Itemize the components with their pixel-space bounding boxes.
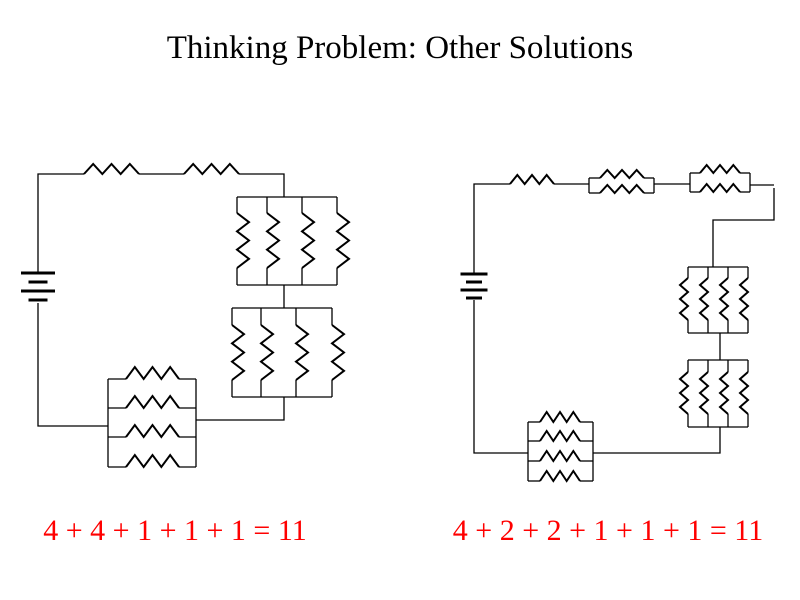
- circuit-right: [460, 163, 775, 483]
- battery-symbol: [21, 271, 55, 302]
- parallel-resistor-group: [107, 365, 197, 469]
- parallel-resistor-group: [235, 196, 351, 286]
- wire: [473, 300, 528, 454]
- resistor: [330, 324, 346, 381]
- resistor: [738, 371, 750, 415]
- equation-left: 4 + 4 + 1 + 1 + 1 = 11: [43, 514, 307, 547]
- resistor: [183, 162, 240, 176]
- wire: [473, 183, 510, 274]
- parallel-resistor-group: [689, 163, 751, 194]
- resistor: [539, 410, 581, 424]
- resistor: [509, 173, 555, 186]
- resistor: [300, 212, 316, 269]
- resistor: [294, 324, 310, 381]
- equation-right: 4 + 2 + 2 + 1 + 1 + 1 = 11: [452, 514, 764, 547]
- wire: [37, 173, 84, 273]
- resistor: [738, 277, 750, 321]
- wire: [37, 303, 108, 427]
- resistor: [125, 453, 180, 469]
- resistor: [698, 371, 710, 415]
- parallel-resistor-group: [678, 266, 750, 334]
- wire: [593, 427, 721, 454]
- resistor: [699, 163, 741, 175]
- wire: [196, 397, 285, 421]
- resistor: [335, 212, 351, 269]
- parallel-resistor-group: [588, 168, 655, 195]
- resistor: [83, 162, 140, 176]
- circuit-left: [21, 162, 351, 469]
- resistor: [539, 449, 581, 463]
- resistor: [539, 469, 581, 483]
- resistor: [678, 371, 690, 415]
- resistor: [265, 212, 281, 269]
- resistor: [125, 394, 180, 410]
- resistor: [699, 182, 741, 194]
- resistor: [698, 277, 710, 321]
- resistor: [718, 277, 730, 321]
- battery-symbol: [460, 272, 488, 300]
- parallel-resistor-group: [527, 410, 594, 483]
- wire: [712, 188, 775, 267]
- slide-title: Thinking Problem: Other Solutions: [166, 30, 634, 66]
- resistor: [599, 168, 645, 180]
- resistor: [125, 365, 180, 381]
- resistor: [539, 429, 581, 443]
- parallel-resistor-group: [230, 307, 346, 398]
- resistor: [125, 423, 180, 439]
- resistor: [259, 324, 275, 381]
- parallel-resistor-group: [678, 359, 750, 428]
- resistor: [599, 183, 645, 195]
- resistor: [235, 212, 251, 269]
- resistor: [718, 371, 730, 415]
- resistor: [230, 324, 246, 381]
- resistor: [678, 277, 690, 321]
- wire: [239, 173, 285, 197]
